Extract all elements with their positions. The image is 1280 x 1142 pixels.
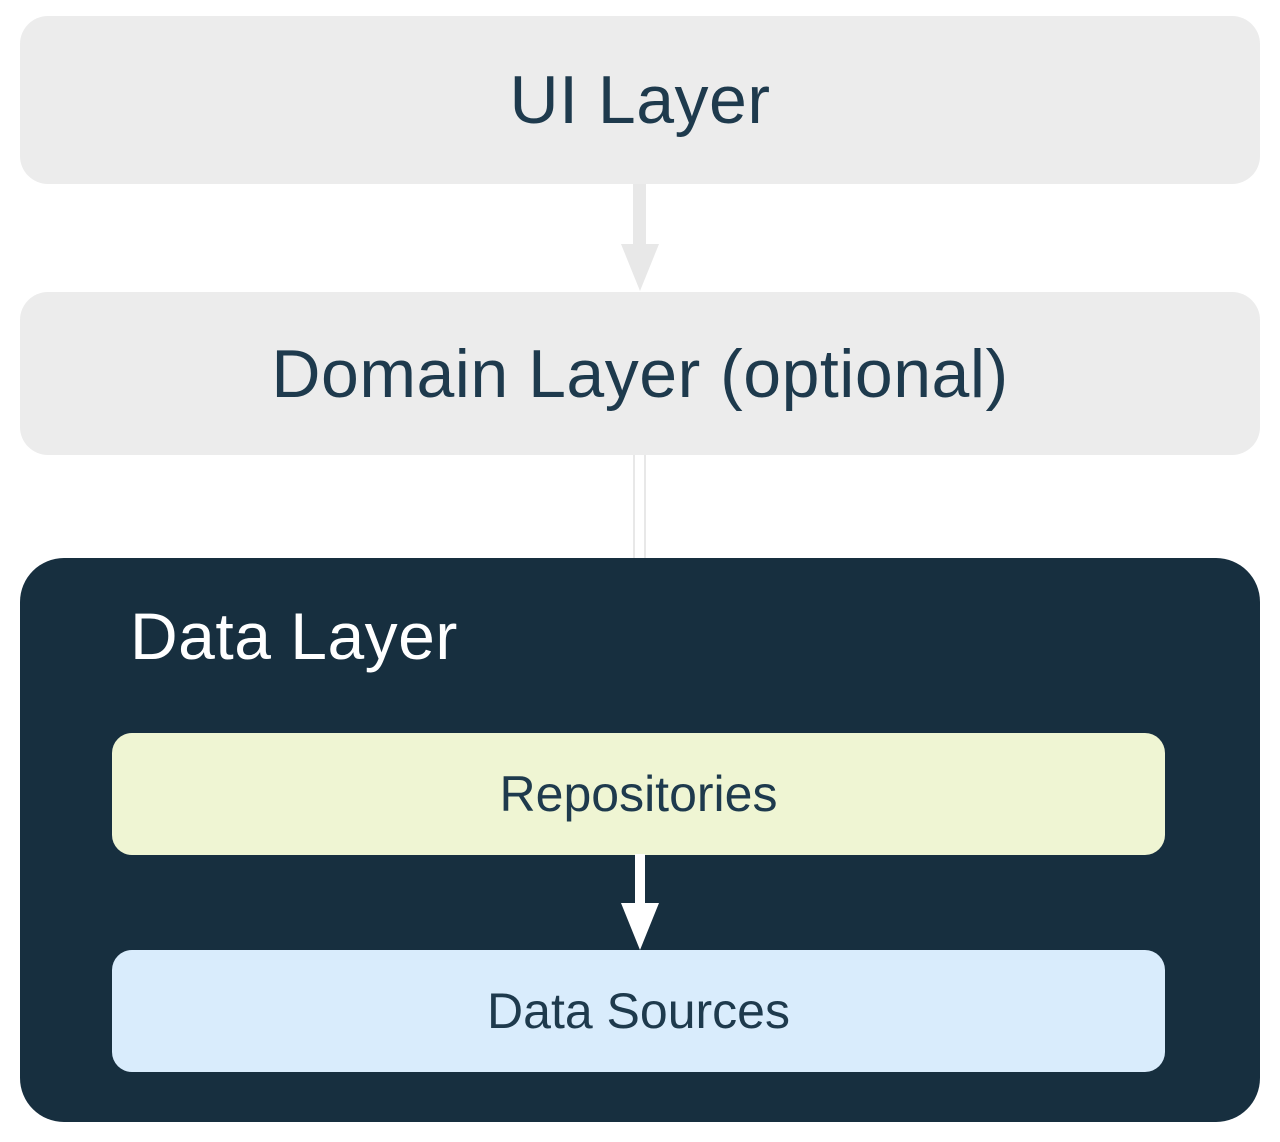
arrow-stem <box>633 455 646 559</box>
repositories-label: Repositories <box>499 766 778 822</box>
data-layer-label: Data Layer <box>130 599 458 673</box>
domain-layer-box: Domain Layer (optional) <box>20 292 1260 455</box>
data-layer-box: Data Layer Repositories Data Sources <box>20 558 1260 1122</box>
ui-layer-label: UI Layer <box>509 62 771 138</box>
arrow-head-icon <box>621 903 659 950</box>
data-sources-label: Data Sources <box>487 983 790 1039</box>
repositories-box: Repositories <box>112 733 1165 855</box>
ui-layer-box: UI Layer <box>20 16 1260 184</box>
arrow-stem <box>635 854 645 906</box>
arrow-head-icon <box>621 244 659 291</box>
arrow-stem <box>633 184 646 246</box>
data-sources-box: Data Sources <box>112 950 1165 1072</box>
domain-layer-label: Domain Layer (optional) <box>271 335 1009 412</box>
